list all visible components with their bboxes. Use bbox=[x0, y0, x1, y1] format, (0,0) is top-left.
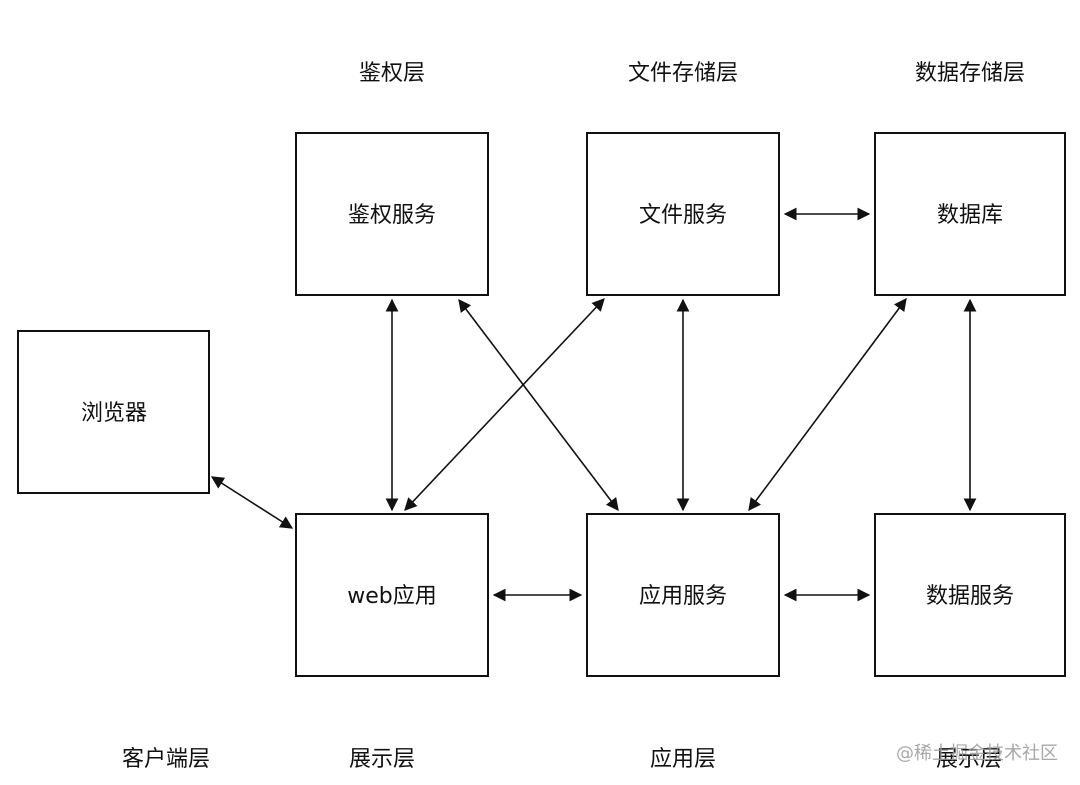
node-data-service-box bbox=[874, 513, 1066, 677]
node-app-service-box bbox=[586, 513, 780, 677]
watermark-text: @稀土掘金技术社区 bbox=[896, 743, 1058, 764]
layer-label-application: 应用层 bbox=[650, 747, 716, 772]
node-data-service: 数据服务 bbox=[874, 513, 1066, 677]
node-database-label: 数据库 bbox=[937, 203, 1003, 228]
node-database: 数据库 bbox=[874, 132, 1066, 296]
node-auth-service: 鉴权服务 bbox=[295, 132, 489, 296]
layer-label-auth: 鉴权层 bbox=[359, 61, 425, 86]
node-data-service-label: 数据服务 bbox=[926, 584, 1014, 609]
node-web-app-box bbox=[295, 513, 489, 677]
node-auth-service-box bbox=[295, 132, 489, 296]
layer-label-file-storage: 文件存储层 bbox=[628, 61, 738, 86]
node-auth-service-label: 鉴权服务 bbox=[348, 203, 436, 228]
node-browser: 浏览器 bbox=[17, 330, 210, 494]
node-file-service-box bbox=[586, 132, 780, 296]
node-browser-box bbox=[17, 330, 210, 494]
edge-auth-service-app-service bbox=[458, 298, 619, 512]
node-database-box bbox=[874, 132, 1066, 296]
node-browser-label: 浏览器 bbox=[81, 401, 147, 426]
node-file-service: 文件服务 bbox=[586, 132, 780, 296]
node-app-service-label: 应用服务 bbox=[639, 584, 727, 609]
layer-label-presentation: 展示层 bbox=[349, 747, 415, 772]
node-file-service-label: 文件服务 bbox=[639, 203, 727, 228]
layer-label-presentation-right: 展示层 bbox=[936, 747, 1002, 772]
layer-label-data-storage: 数据存储层 bbox=[915, 61, 1025, 86]
edge-file-service-web-app bbox=[404, 298, 605, 511]
edge-database-app-service bbox=[748, 297, 907, 512]
node-web-app-label: web应用 bbox=[347, 584, 437, 609]
layer-label-client: 客户端层 bbox=[122, 747, 210, 772]
edge-browser-web-app bbox=[210, 476, 294, 529]
node-app-service: 应用服务 bbox=[586, 513, 780, 677]
node-web-app: web应用 bbox=[295, 513, 489, 677]
